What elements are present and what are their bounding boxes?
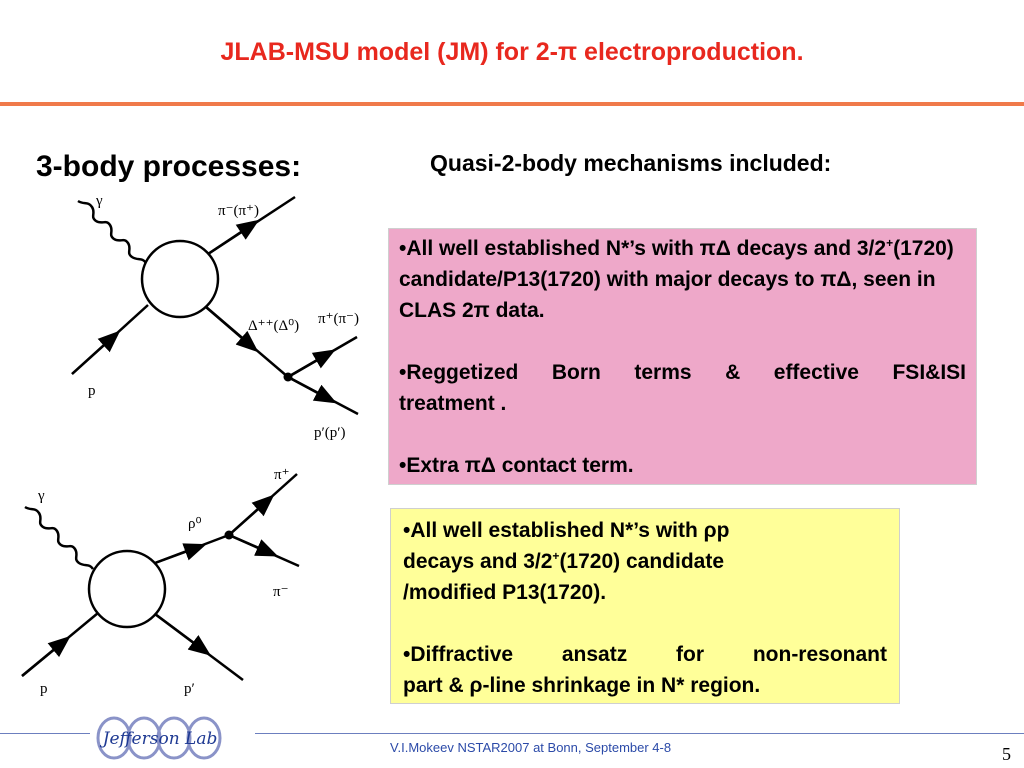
bullet-text: decays and 3/2 [403, 550, 553, 573]
label-rho: ρ⁰ [188, 516, 202, 532]
label-pi-plus: π⁺ [274, 467, 290, 483]
footer-rule-right [255, 733, 1024, 734]
label-delta: Δ⁺⁺(Δ⁰) [248, 318, 299, 334]
bullet-rho-p-line3: /modified P13(1720). [403, 581, 607, 604]
bullet-pi-delta-decays: •All well established N*’s with πΔ decay… [399, 233, 966, 326]
pink-mechanisms-box: •All well established N*’s with πΔ decay… [388, 228, 977, 485]
bullet-text: •All well established N*’s with πΔ decay… [399, 237, 887, 260]
bullet-extra-contact-term: •Extra πΔ contact term. [399, 454, 634, 477]
bullet-diffractive-line2: part & ρ-line shrinkage in N* region. [403, 674, 761, 697]
label-pi-out: π⁻(π⁺) [218, 203, 259, 219]
bullet-diffractive-line1: •Diffractive ansatz for non-resonant [403, 643, 887, 666]
diagram-bottom: γ π⁺ ρ⁰ π⁻ p p′ [21, 467, 300, 697]
label-p-out-top: p′(p′) [314, 425, 346, 441]
label-gamma-top: γ [95, 193, 103, 209]
label-gamma-bottom: γ [37, 488, 45, 504]
photon-line-bottom [24, 505, 95, 570]
jefferson-lab-logo: Jefferson Lab [96, 716, 222, 760]
heading-quasi-2-body: Quasi-2-body mechanisms included: [430, 150, 832, 176]
footer-citation: V.I.Mokeev NSTAR2007 at Bonn, September … [390, 740, 672, 755]
blob-bottom [87, 549, 167, 629]
superscript: + [886, 236, 894, 250]
bullet-reggetized-born-line1: •Reggetized Born terms & effective FSI&I… [399, 361, 966, 384]
feynman-diagrams: γ π⁻(π⁺) Δ⁺⁺(Δ⁰) π⁺(π⁻) p p′(p′) γ π⁺ ρ⁰ [21, 193, 359, 697]
label-p-in-bottom: p [40, 681, 48, 697]
photon-line-top [77, 199, 148, 264]
yellow-mechanisms-box: •All well established N*’s with ρp decay… [390, 508, 900, 704]
label-pi-decay: π⁺(π⁻) [318, 311, 359, 327]
label-pi-minus: π⁻ [273, 584, 289, 600]
label-p-out-bottom: p′ [184, 681, 195, 697]
heading-3-body-processes: 3-body processes: [36, 150, 302, 183]
footer-rule-left [0, 733, 90, 734]
bullet-text: (1720) candidate [559, 550, 725, 573]
bullet-rho-p-line2: decays and 3/2+(1720) candidate [403, 546, 887, 577]
label-p-in-top: p [88, 383, 96, 399]
slide-title: JLAB-MSU model (JM) for 2-π electroprodu… [220, 38, 804, 66]
blob-top [140, 239, 220, 319]
page-number: 5 [1002, 744, 1011, 764]
title-rule [0, 102, 1024, 106]
bullet-text: (1720) candidate/P13(1720) with major de… [399, 237, 954, 322]
diagram-top: γ π⁻(π⁺) Δ⁺⁺(Δ⁰) π⁺(π⁻) p p′(p′) [71, 193, 359, 441]
bullet-rho-p-line1: •All well established N*’s with ρp [403, 519, 730, 542]
logo-text: Jefferson Lab [100, 729, 218, 749]
superscript: + [552, 549, 560, 563]
bullet-reggetized-born-line2: treatment . [399, 392, 507, 415]
